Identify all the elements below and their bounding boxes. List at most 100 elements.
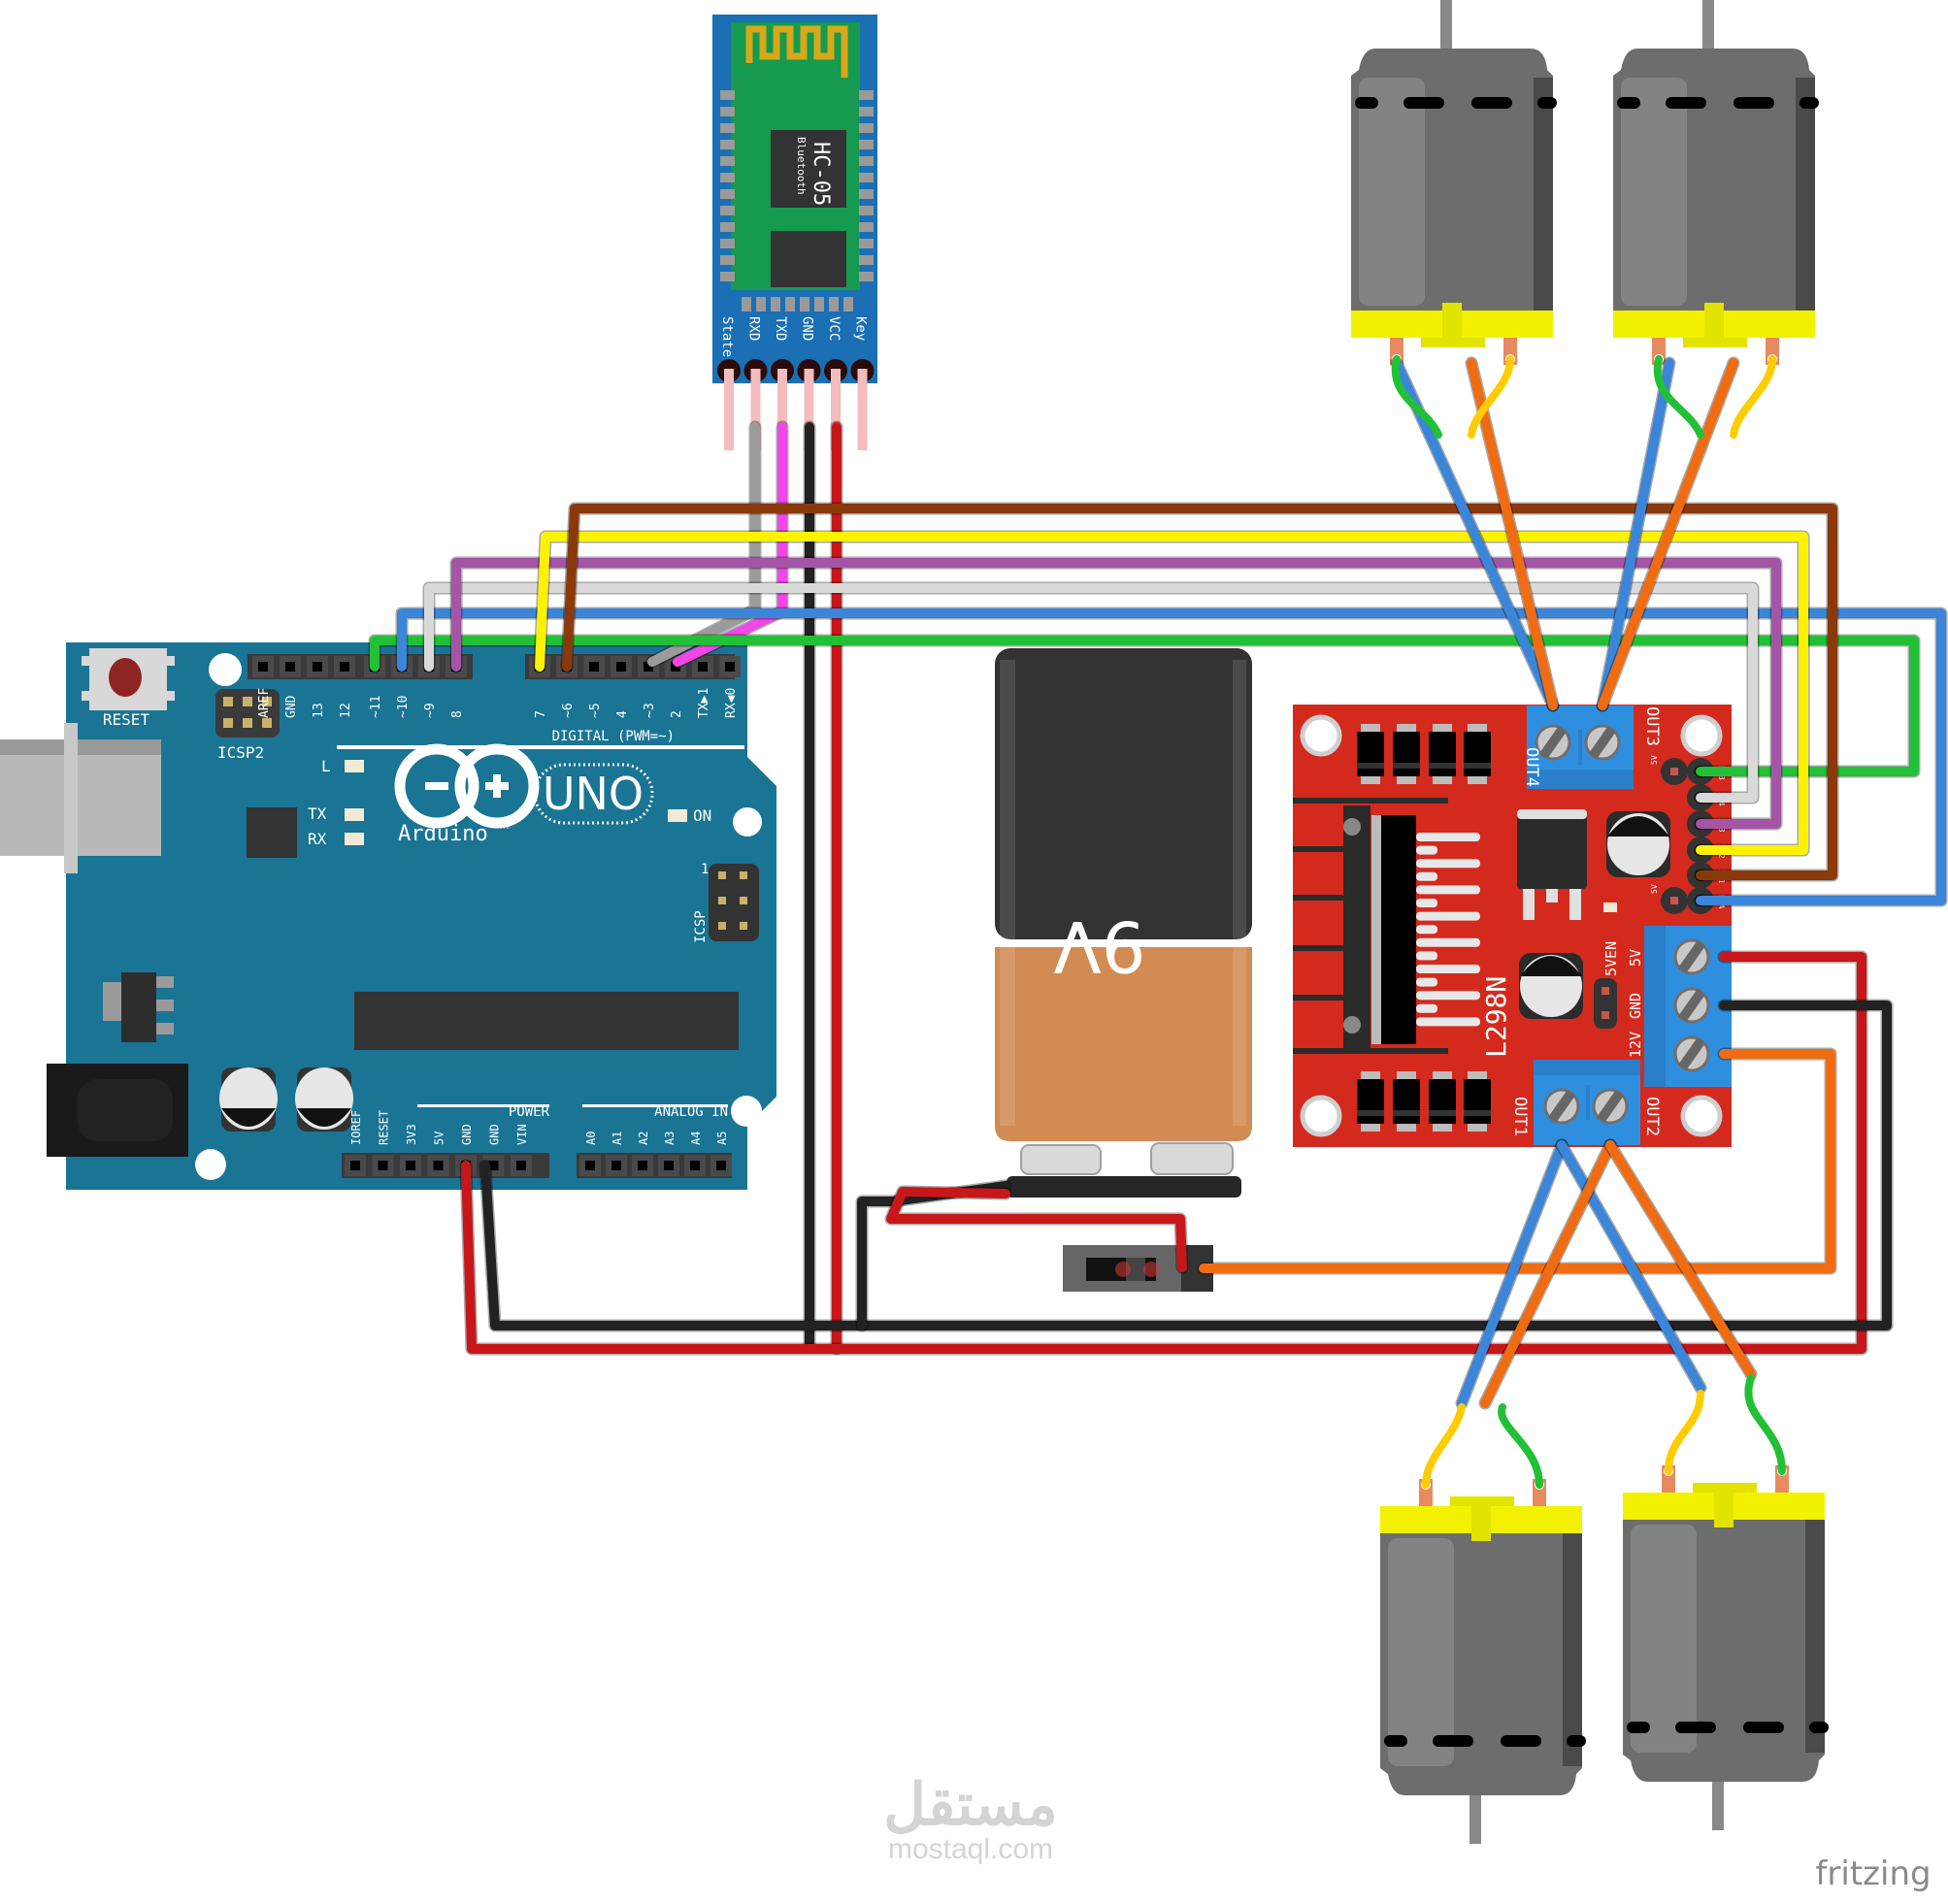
hc05-pin[interactable] <box>824 359 847 450</box>
hc05-pin[interactable] <box>797 359 821 450</box>
slide-switch[interactable] <box>1063 1245 1213 1292</box>
5ven-label: 5VEN <box>1602 941 1620 976</box>
digital-pin-label: 2 <box>670 710 684 718</box>
digital-pin[interactable] <box>583 656 605 677</box>
motor-bottom-right <box>1623 1465 1829 1830</box>
hc05-pin[interactable] <box>771 359 794 450</box>
usb-connector <box>0 739 161 856</box>
digital-pin-label: TX▶1 <box>697 688 711 718</box>
wire-in1[interactable] <box>562 504 1837 880</box>
capacitor <box>219 1067 278 1132</box>
digital-pin[interactable] <box>307 656 328 677</box>
wire-in4[interactable] <box>424 583 1758 803</box>
screw-icon[interactable] <box>1584 724 1621 761</box>
antenna-icon <box>745 25 848 78</box>
out4-label: OUT4 <box>1522 747 1541 787</box>
digital-pin-label: ~5 <box>588 703 603 718</box>
motor-lead <box>1665 1390 1704 1475</box>
analog-pin[interactable] <box>632 1155 653 1176</box>
wire-in3[interactable] <box>451 558 1781 829</box>
analog-pin[interactable] <box>658 1155 679 1176</box>
l298n-driver: L298N 5VEN 12V GND 5V <box>1293 705 1732 1147</box>
led-on-label: ON <box>693 806 711 825</box>
wire-in2[interactable] <box>535 532 1808 855</box>
screw-icon[interactable] <box>1673 938 1710 975</box>
analog-pin-label: A5 <box>715 1132 729 1145</box>
hc05-chip <box>771 130 846 208</box>
wire-enb[interactable] <box>370 636 1919 776</box>
analog-pin[interactable] <box>579 1155 601 1176</box>
hc05-pin[interactable] <box>717 359 741 450</box>
digital-pin-label: 8 <box>450 710 465 718</box>
diode <box>1357 1071 1384 1132</box>
hc05-pin[interactable] <box>850 359 875 450</box>
wire-battery-positive[interactable] <box>886 1187 1187 1272</box>
wire-out4-a[interactable] <box>1392 358 1558 710</box>
hc05-pin-label: GND <box>800 316 815 341</box>
analog-pin[interactable] <box>606 1155 627 1176</box>
wire-ena[interactable] <box>397 608 1946 905</box>
power-pin-label: 3V3 <box>405 1124 418 1145</box>
screw-icon[interactable] <box>1592 1088 1629 1125</box>
diode <box>1429 1071 1456 1132</box>
digital-pin-label: GND <box>284 695 299 718</box>
5ven-jumper[interactable] <box>1594 978 1617 1029</box>
analog-header <box>577 1153 732 1178</box>
icsp-header <box>709 864 759 941</box>
hc05-pin-label: RXD <box>746 316 762 341</box>
digital-pin-label: 13 <box>312 703 326 718</box>
led-rx <box>345 833 364 845</box>
motor-lead <box>1653 355 1704 439</box>
icsp2-header <box>215 689 280 738</box>
wire-out1-b[interactable] <box>1557 1140 1705 1393</box>
digital-pin[interactable] <box>334 656 355 677</box>
digital-pin-label: ~11 <box>369 696 383 718</box>
diode <box>1393 724 1420 784</box>
wire-out1-a[interactable] <box>1457 1140 1567 1408</box>
wire-out4-b[interactable] <box>1467 358 1558 710</box>
mounting-hole <box>731 1096 762 1127</box>
analog-pin-label: A3 <box>663 1132 677 1145</box>
led-tx <box>345 808 364 821</box>
l298n-5v-pin[interactable] <box>1661 887 1688 914</box>
digital-pin-label: ~9 <box>423 703 438 718</box>
power-pin[interactable] <box>400 1155 421 1176</box>
screw-icon[interactable] <box>1543 1088 1580 1125</box>
analog-pin[interactable] <box>710 1155 732 1176</box>
digital-pin[interactable] <box>280 656 301 677</box>
reset-button[interactable] <box>82 648 175 710</box>
diode <box>1429 724 1456 784</box>
wire-out3-a[interactable] <box>1598 358 1674 710</box>
mounting-hole <box>209 653 242 686</box>
5v-label: 5V <box>1627 949 1644 967</box>
wire-out2-a[interactable] <box>1480 1140 1615 1408</box>
hc05-pin[interactable] <box>743 359 768 450</box>
screw-icon[interactable] <box>1673 1035 1710 1072</box>
icsp-label: ICSP <box>693 910 709 943</box>
mounting-hole <box>733 807 762 837</box>
watermark-arabic: مستقل <box>883 1772 1058 1837</box>
power-pin[interactable] <box>511 1155 532 1176</box>
switch-slider[interactable] <box>1126 1258 1145 1281</box>
wire-gnd[interactable] <box>480 1001 1892 1330</box>
screw-icon[interactable] <box>1673 987 1710 1024</box>
l298n-5v-pin[interactable] <box>1661 758 1688 785</box>
reset-label: RESET <box>103 710 150 729</box>
digital-pin[interactable] <box>252 656 274 677</box>
digital-pin[interactable] <box>719 656 741 677</box>
power-pin[interactable] <box>427 1155 449 1176</box>
digital-pin[interactable] <box>611 656 632 677</box>
watermark-latin: mostaql.com <box>888 1833 1053 1865</box>
terminal-out3-out4 <box>1527 706 1634 789</box>
power-pin[interactable] <box>372 1155 394 1176</box>
analog-pin[interactable] <box>684 1155 706 1176</box>
power-pin[interactable] <box>345 1155 366 1176</box>
motor-lead <box>1744 1374 1786 1475</box>
wire-5v[interactable] <box>461 952 1866 1354</box>
digital-pin-label: ~3 <box>643 703 657 718</box>
wire-out2-b[interactable] <box>1605 1140 1756 1379</box>
motor-lead <box>1391 355 1442 439</box>
wire-out3-b[interactable] <box>1598 358 1738 710</box>
